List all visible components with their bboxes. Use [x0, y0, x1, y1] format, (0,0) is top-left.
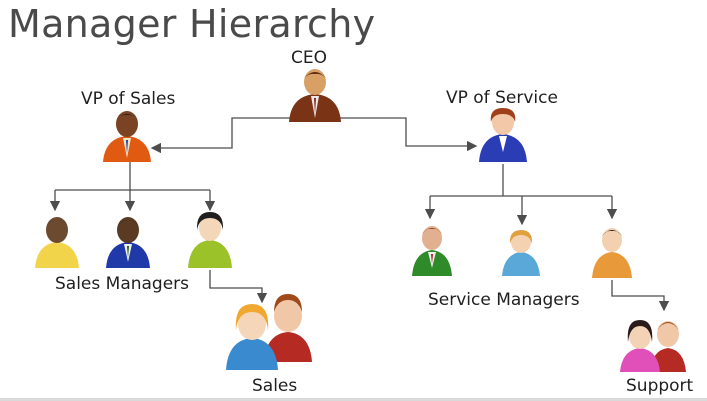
service-manager-person-icon — [502, 230, 540, 276]
service-manager-person-icon — [592, 228, 632, 278]
ceo-to-vp-sales-connector — [150, 117, 290, 154]
sales-managers-label: Sales Managers — [55, 274, 190, 294]
service-managers-label: Service Managers — [428, 290, 580, 310]
sales-manager-person-icon — [35, 217, 79, 268]
ceo-to-vp-service-connector — [340, 117, 478, 152]
sales-manager-person-icon — [106, 217, 150, 268]
sales-label: Sales — [252, 376, 298, 396]
vp-sales-label: VP of Sales — [81, 89, 176, 109]
support-label: Support — [626, 376, 694, 396]
sales-manager-person-icon — [188, 212, 232, 268]
vp-sales-person-icon — [103, 111, 151, 162]
ceo-person-icon — [289, 69, 341, 122]
sales-group-icon — [226, 294, 312, 370]
bottom-divider — [0, 398, 707, 401]
ceo-label: CEO — [291, 48, 327, 68]
diagram-title: Manager Hierarchy — [8, 2, 376, 46]
vp-service-label: VP of Service — [446, 88, 558, 108]
service-manager-person-icon — [412, 226, 452, 276]
support-group-icon — [620, 320, 686, 372]
vp-service-person-icon — [479, 108, 527, 162]
sales-manager-to-sales-connector — [209, 270, 268, 304]
service-manager-to-support-connector — [611, 280, 670, 312]
